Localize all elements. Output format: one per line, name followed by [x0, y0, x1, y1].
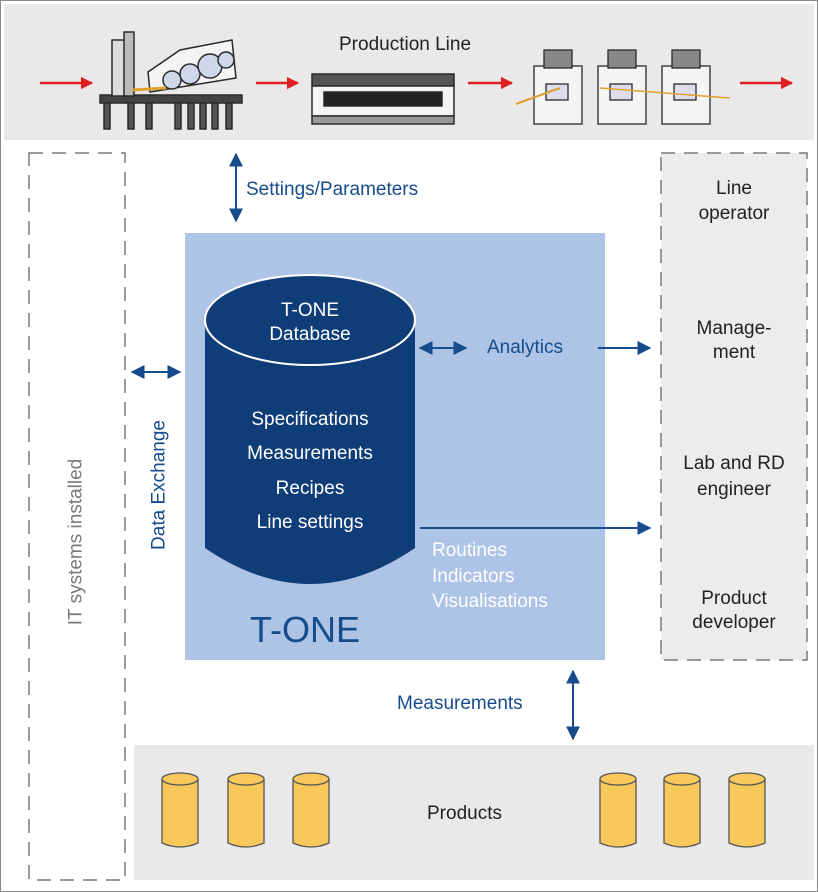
database-title-line1: T-ONE — [280, 300, 340, 321]
measurements-label: Measurements — [397, 693, 523, 714]
winding-machines-icon — [515, 49, 731, 125]
product-cylinder — [599, 772, 637, 848]
product-cylinder — [292, 772, 330, 848]
role-line: Product — [701, 588, 767, 609]
role-line: Line — [716, 178, 752, 199]
bonding-machine-icon — [311, 73, 455, 125]
roles-box — [660, 152, 808, 661]
product-cylinder — [227, 772, 265, 848]
database-item: Specifications — [251, 409, 369, 430]
product-cylinders — [161, 772, 766, 848]
database-title-line2: Database — [269, 324, 351, 345]
product-cylinder — [161, 772, 199, 848]
role-line: operator — [698, 203, 770, 224]
output-item: Routines — [432, 540, 507, 561]
database-item: Line settings — [256, 512, 364, 533]
production-line-title: Production Line — [339, 34, 472, 55]
role-line: engineer — [697, 479, 771, 500]
settings-parameters-label: Settings/Parameters — [246, 179, 419, 200]
role-line: ment — [712, 342, 756, 363]
it-systems-box — [28, 152, 126, 881]
role-line: Lab and RD — [683, 453, 785, 474]
role-line: Manage- — [696, 318, 772, 339]
database-item: Recipes — [275, 478, 345, 499]
analytics-label: Analytics — [487, 337, 564, 358]
role-line: developer — [692, 612, 776, 633]
data-exchange-label: Data Exchange — [148, 420, 170, 550]
products-label: Products — [427, 803, 502, 824]
database-item: Measurements — [247, 443, 373, 464]
carding-machine-icon — [99, 31, 243, 130]
database-cylinder — [204, 274, 416, 584]
output-item: Visualisations — [432, 591, 548, 612]
product-cylinder — [728, 772, 766, 848]
tone-title: T-ONE — [250, 609, 361, 650]
output-item: Indicators — [432, 566, 515, 587]
product-cylinder — [663, 772, 701, 848]
it-systems-label: IT systems installed — [65, 458, 87, 626]
